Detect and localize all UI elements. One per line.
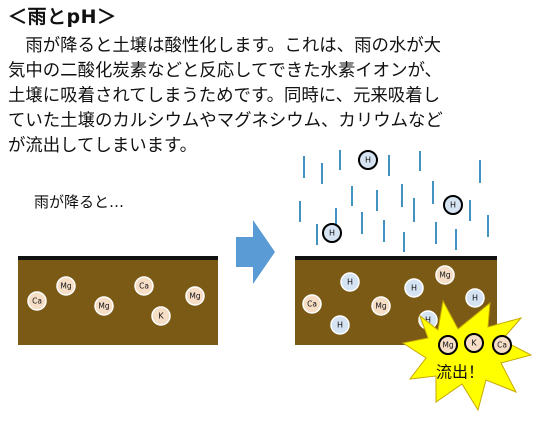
ion-before: Mg [56, 276, 76, 296]
ion-after: Mg [435, 265, 455, 285]
leached-ion: K [464, 333, 484, 353]
ion-before: Mg [185, 286, 205, 306]
rain-ion-group: H H H [322, 150, 463, 243]
svg-text:K: K [471, 339, 477, 348]
svg-text:Ca: Ca [32, 297, 42, 306]
leached-ion-group: Mg K Ca [438, 333, 512, 355]
ion-after: H [465, 288, 485, 308]
soil-before [18, 257, 218, 345]
rain-h-ion: H [358, 150, 378, 170]
svg-text:H: H [347, 278, 353, 287]
svg-text:H: H [472, 294, 478, 303]
paragraph-line: 気中の二酸化炭素などと反応してできた水素イオンが、 [8, 61, 442, 81]
ion-after: Mg [371, 296, 391, 316]
ion-before: K [151, 306, 171, 326]
svg-text:H: H [337, 321, 343, 330]
svg-text:Mg: Mg [189, 292, 200, 301]
paragraph-line: が流出してしまいます。 [8, 136, 198, 156]
ion-before: Ca [134, 276, 154, 296]
svg-text:Mg: Mg [98, 302, 109, 311]
svg-text:H: H [411, 284, 417, 293]
ion-after: H [404, 278, 424, 298]
paragraph-line: ていた土壌のカルシウムやマグネシウム、カリウムなど [8, 111, 443, 131]
explanation-paragraph: 雨が降ると土壌は酸性化します。これは、雨の水が大 気中の二酸化炭素などと反応して… [8, 34, 552, 159]
svg-text:Ca: Ca [139, 282, 149, 291]
svg-text:Mg: Mg [60, 282, 71, 291]
svg-text:Mg: Mg [375, 302, 386, 311]
paragraph-line: 土壌に吸着されてしまうためです。同時に、元来吸着し [8, 86, 440, 106]
paragraph-line: 雨が降ると土壌は酸性化します。これは、雨の水が大 [8, 36, 442, 56]
svg-text:Mg: Mg [442, 341, 453, 350]
page-title: ＜雨とpH＞ [8, 6, 117, 28]
leached-ion: Mg [438, 335, 458, 355]
svg-text:H: H [329, 229, 335, 238]
rain-h-ion: H [443, 195, 463, 215]
ion-after: Ca [302, 294, 322, 314]
svg-text:K: K [158, 312, 164, 321]
ion-after: H [330, 315, 350, 335]
transition-arrow [236, 220, 275, 284]
ion-before: Ca [27, 291, 47, 311]
leaching-burst [401, 299, 533, 412]
rain-h-ion: H [322, 223, 342, 243]
diagram-caption: 雨が降ると… [34, 193, 125, 211]
svg-text:Mg: Mg [439, 271, 450, 280]
leached-ion: Ca [492, 335, 512, 355]
soil-surface-before [18, 256, 218, 260]
svg-text:H: H [425, 316, 431, 325]
soil-surface-after [295, 256, 497, 260]
svg-text:H: H [365, 156, 371, 165]
leaching-label: 流出！ [436, 363, 484, 382]
ion-before: Mg [94, 296, 114, 316]
svg-text:Ca: Ca [307, 300, 317, 309]
ion-after: H [340, 272, 360, 292]
svg-text:H: H [450, 201, 456, 210]
svg-text:Ca: Ca [497, 341, 507, 350]
ion-group-before: Ca Mg Mg Ca K Mg [27, 276, 205, 326]
